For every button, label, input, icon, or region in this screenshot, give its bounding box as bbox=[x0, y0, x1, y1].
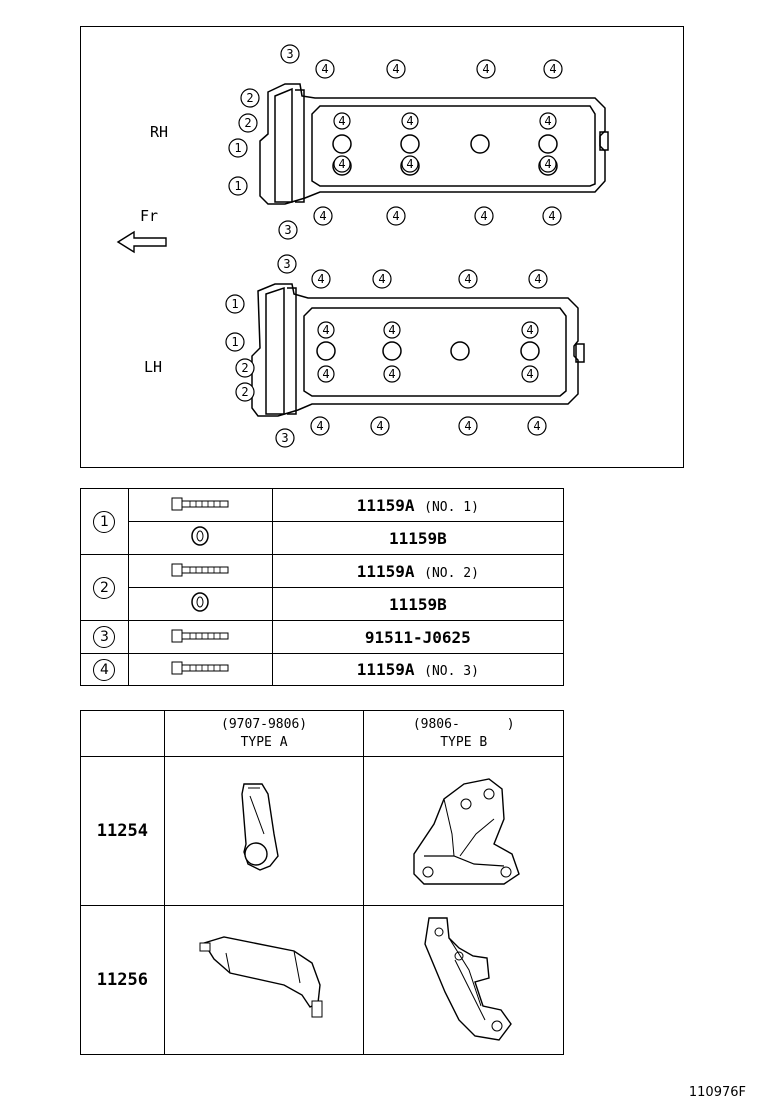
part-note: (NO. 2) bbox=[424, 565, 479, 581]
callout-1: 1 bbox=[234, 141, 241, 155]
callout-4: 4 bbox=[392, 209, 399, 223]
callout-4: 4 bbox=[322, 323, 329, 337]
table-row: 11159B bbox=[81, 587, 565, 621]
callout-4: 4 bbox=[388, 367, 395, 381]
bolt-flange-icon bbox=[171, 497, 229, 510]
callout-4: 4 bbox=[533, 419, 540, 433]
bracket-type-b-11254-icon bbox=[413, 778, 520, 885]
callout-4: 4 bbox=[406, 114, 413, 128]
table-row: 11159B bbox=[81, 521, 565, 555]
bolt-flange-icon bbox=[171, 661, 229, 675]
callout-4: 4 bbox=[548, 209, 555, 223]
part-number: 11159A bbox=[356, 561, 415, 581]
callout-4: 4 bbox=[378, 272, 385, 286]
label-fr: Fr bbox=[140, 207, 158, 225]
ref-circle: 1 bbox=[93, 510, 116, 533]
callout-3: 3 bbox=[281, 431, 288, 445]
callout-2: 2 bbox=[244, 116, 251, 130]
diagram-frame bbox=[80, 26, 684, 468]
gasket-diagram: 3 2 2 1 1 3 4 4 4 4 4 4 4 4 4 4 4 4 4 4 … bbox=[116, 44, 609, 448]
part-note: (NO. 3) bbox=[424, 664, 479, 679]
callouts bbox=[225, 44, 563, 448]
callout-4: 4 bbox=[549, 62, 556, 76]
callout-3: 3 bbox=[286, 47, 293, 61]
callout-4: 4 bbox=[480, 209, 487, 223]
callout-4: 4 bbox=[392, 62, 399, 76]
table-row: 11254 bbox=[80, 756, 564, 906]
grommet-icon bbox=[191, 592, 210, 612]
bracket-type-a-11254-icon bbox=[241, 783, 279, 871]
lh-gasket bbox=[251, 283, 585, 417]
part-number: 11159A bbox=[356, 495, 415, 515]
type-b-range: (9806- ) bbox=[412, 716, 515, 732]
callout-4: 4 bbox=[464, 272, 471, 286]
ref-circle: 3 bbox=[93, 626, 116, 648]
callout-4: 4 bbox=[321, 62, 328, 76]
grommet-icon bbox=[191, 526, 210, 546]
callout-3: 3 bbox=[283, 257, 290, 271]
callout-4: 4 bbox=[338, 114, 345, 128]
bolt-flange-icon bbox=[171, 629, 229, 642]
callout-labels: 3 2 2 1 1 3 4 4 4 4 4 4 4 4 4 4 4 4 4 4 … bbox=[231, 47, 556, 445]
front-arrow bbox=[116, 230, 167, 254]
table-row: 2 11159A (NO. 2) bbox=[80, 554, 565, 621]
table-row: 1 11159A (NO. 1) bbox=[80, 488, 565, 555]
ref-circle: 4 bbox=[93, 658, 116, 681]
rh-gasket bbox=[259, 83, 609, 205]
callout-4: 4 bbox=[388, 323, 395, 337]
callout-4: 4 bbox=[406, 157, 413, 171]
callout-4: 4 bbox=[316, 419, 323, 433]
callout-4: 4 bbox=[376, 419, 383, 433]
ref-circle: 2 bbox=[93, 576, 116, 599]
callout-2: 2 bbox=[241, 385, 248, 399]
callout-4: 4 bbox=[482, 62, 489, 76]
callout-4: 4 bbox=[526, 367, 533, 381]
bolt-flange-icon bbox=[171, 563, 229, 576]
table-row: 11256 bbox=[80, 905, 564, 1055]
callout-2: 2 bbox=[241, 361, 248, 375]
part-number: 11159A bbox=[356, 660, 415, 679]
table-header-row: (9707-9806) TYPE A (9806- ) TYPE B bbox=[80, 710, 564, 757]
callout-1: 1 bbox=[231, 335, 238, 349]
part-number: 91511-J0625 bbox=[364, 627, 471, 647]
table-row: 4 11159A (NO. 3) bbox=[80, 653, 565, 686]
part-number: 11254 bbox=[80, 756, 165, 906]
type-a-label: TYPE A bbox=[240, 734, 288, 750]
callout-4: 4 bbox=[544, 114, 551, 128]
callout-4: 4 bbox=[464, 419, 471, 433]
bracket-type-a-11256-icon bbox=[199, 936, 323, 1018]
callout-2: 2 bbox=[246, 91, 253, 105]
label-rh: RH bbox=[150, 123, 168, 141]
type-a-range: (9707-9806) bbox=[221, 716, 308, 732]
figure-code: 110976F bbox=[688, 1085, 746, 1100]
parts-table: 1 11159A (NO. 1) 11159B 2 11159A (NO. 2)… bbox=[80, 488, 565, 686]
callout-1: 1 bbox=[234, 179, 241, 193]
callout-4: 4 bbox=[322, 367, 329, 381]
part-note: (NO. 1) bbox=[424, 499, 479, 515]
part-number: 11159B bbox=[388, 528, 447, 548]
bracket-type-b-11256-icon bbox=[423, 917, 512, 1041]
callout-1: 1 bbox=[231, 297, 238, 311]
type-table: (9707-9806) TYPE A (9806- ) TYPE B 11254 bbox=[80, 710, 564, 1055]
callout-4: 4 bbox=[534, 272, 541, 286]
callout-4: 4 bbox=[319, 209, 326, 223]
label-lh: LH bbox=[144, 358, 162, 376]
type-b-label: TYPE B bbox=[440, 734, 488, 750]
callout-4: 4 bbox=[338, 157, 345, 171]
table-row: 3 91511-J0625 bbox=[80, 620, 565, 654]
callout-4: 4 bbox=[544, 157, 551, 171]
part-number: 11256 bbox=[80, 905, 165, 1055]
part-number: 11159B bbox=[388, 594, 447, 614]
callout-3: 3 bbox=[284, 223, 291, 237]
callout-4: 4 bbox=[526, 323, 533, 337]
callout-4: 4 bbox=[317, 272, 324, 286]
